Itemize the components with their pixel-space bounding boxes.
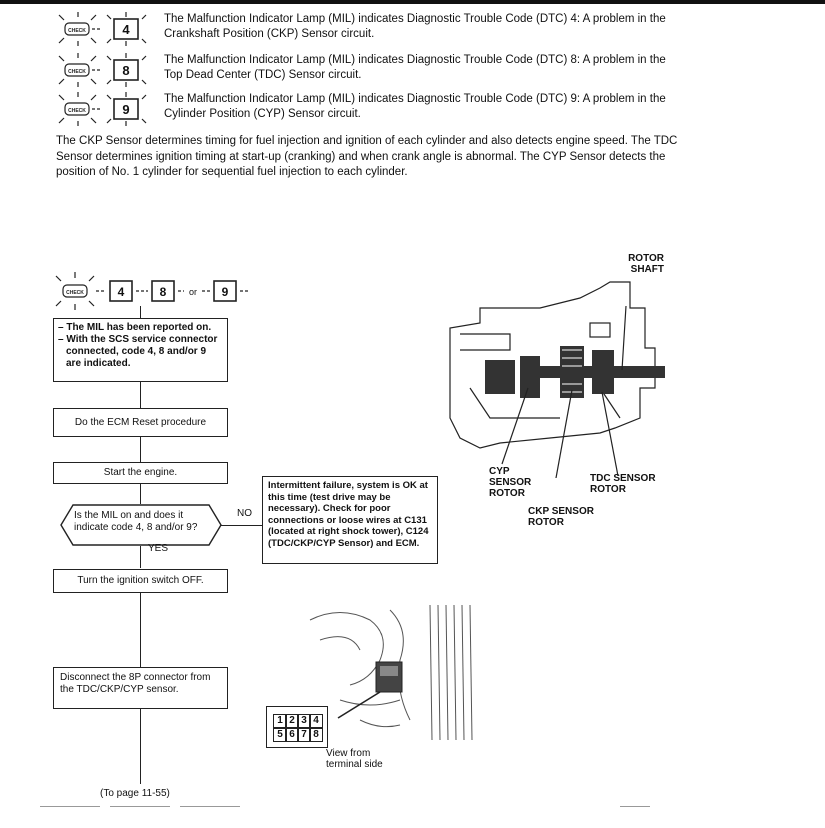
ckp-sensor-rotor-label: CKP SENSOR ROTOR [528,506,594,528]
connector-pin: 3 [297,714,311,728]
dtc-row: CHECK 8 The Malfunction Indicator Lamp (… [56,53,676,87]
flow-connector [140,592,142,668]
mil-codes-flow-icon: CHECK 4 8 or 9 [55,272,248,310]
dtc-4-description: The Malfunction Indicator Lamp (MIL) ind… [164,13,666,40]
to-page-reference: (To page 11-55) [100,788,170,799]
distributor-diagram [449,281,665,478]
svg-text:CHECK: CHECK [68,69,86,75]
rotor-shaft-label: ROTOR SHAFT [628,253,664,275]
dtc-9-description: The Malfunction Indicator Lamp (MIL) ind… [164,93,666,120]
engine-connector-illustration [309,604,473,741]
step-ignition-off: Turn the ignition switch OFF. [53,569,228,593]
mil-code-4-icon: CHECK 4 [58,12,147,46]
svg-text:9: 9 [222,285,229,299]
sensor-description: The CKP Sensor determines timing for fue… [56,135,678,178]
footer-rule [620,806,650,807]
start-condition-1: – The MIL has been reported on. [58,322,212,333]
svg-text:or: or [189,287,197,297]
top-rule [0,0,825,4]
flow-connector [140,306,142,318]
svg-text:CHECK: CHECK [68,28,86,34]
connector-pin-grid: 1 2 3 4 5 6 7 8 [273,714,323,742]
tdc-sensor-rotor-label: TDC SENSOR ROTOR [590,473,656,495]
flow-connector [140,708,142,784]
mil-code-9-icon: CHECK 9 [58,92,147,126]
cyp-sensor-rotor-label: CYP SENSOR ROTOR [489,466,532,499]
connector-pin: 8 [309,728,323,742]
start-box: – The MIL has been reported on. – With t… [53,318,228,382]
start-condition-2: – With the SCS service connector connect… [58,334,218,369]
footer-rule [110,806,170,807]
footer-rule [40,806,100,807]
dtc-row: CHECK 9 The Malfunction Indicator Lamp (… [56,92,676,126]
no-label: NO [237,508,252,519]
svg-text:CHECK: CHECK [68,108,86,114]
connector-pin: 1 [273,714,287,728]
svg-text:4: 4 [118,285,125,299]
svg-text:CHECK: CHECK [66,290,84,296]
flow-connector [140,436,142,462]
connector-pin: 6 [285,728,299,742]
svg-text:8: 8 [122,63,129,78]
connector-pin: 5 [273,728,287,742]
flow-connector [140,381,142,409]
svg-text:8: 8 [160,285,167,299]
yes-label: YES [148,543,169,554]
intermittent-failure-box: Intermittent failure, system is OK at th… [262,476,438,564]
step-ecm-reset: Do the ECM Reset procedure [53,408,228,437]
connector-pin: 7 [297,728,311,742]
step-disconnect-connector: Disconnect the 8P connector from the TDC… [53,667,228,709]
mil-code-8-icon: CHECK 8 [58,53,147,87]
decision-question: Is the MIL on and does it indicate code … [74,510,198,533]
dtc-8-description: The Malfunction Indicator Lamp (MIL) ind… [164,54,666,81]
svg-text:4: 4 [122,22,130,37]
view-from-terminal-label: View from terminal side [326,748,383,770]
connector-view-box: 1 2 3 4 5 6 7 8 [266,706,328,748]
flow-connector [140,484,142,504]
footer-rule [180,806,240,807]
connector-pin: 2 [285,714,299,728]
svg-text:9: 9 [122,102,129,117]
step-start-engine: Start the engine. [53,462,228,484]
dtc-row: CHECK 4 The Malfunction Indicator Lamp (… [56,12,676,46]
no-branch-line [221,525,263,527]
flow-connector [140,546,142,568]
connector-pin: 4 [309,714,323,728]
